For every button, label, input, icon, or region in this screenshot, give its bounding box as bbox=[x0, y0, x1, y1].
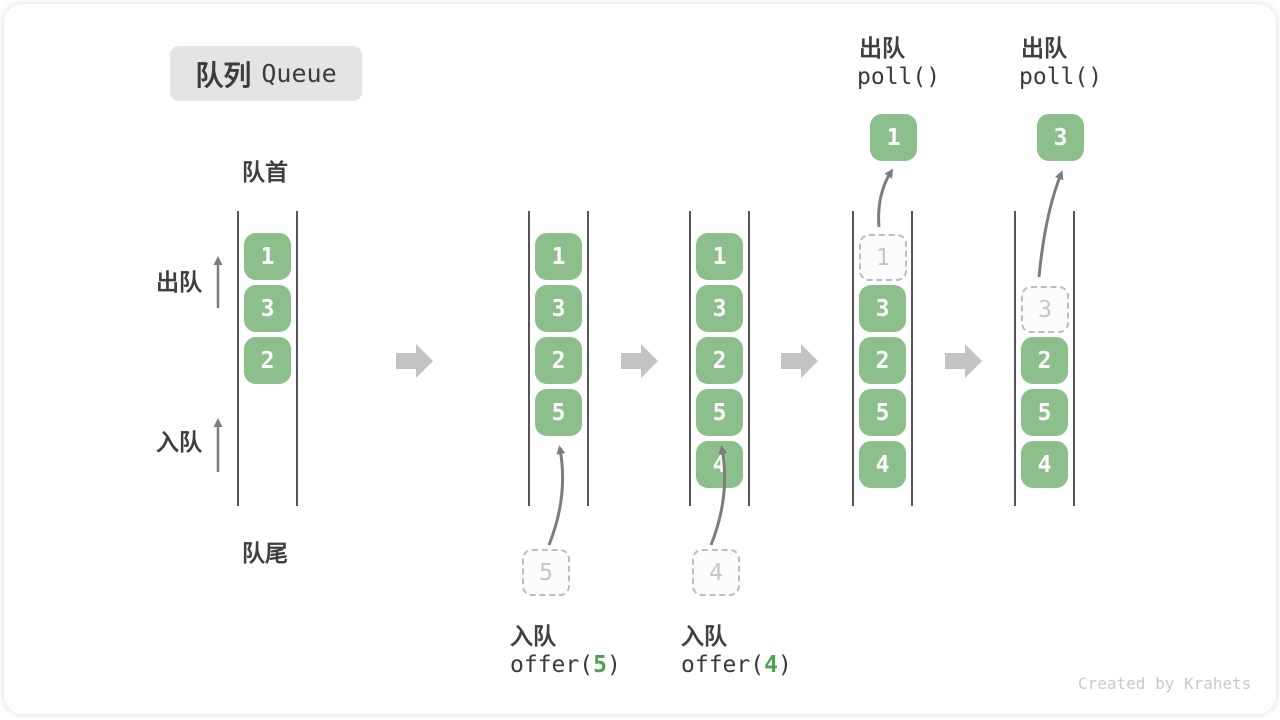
enqueue4-close: ) bbox=[777, 652, 792, 678]
title-zh: 队列 bbox=[195, 59, 252, 91]
q5-cell: 4 bbox=[1021, 441, 1068, 488]
q4-cell: 3 bbox=[859, 285, 906, 332]
poll3-code: poll() bbox=[1019, 64, 1103, 90]
enqueue5-label: 入队 bbox=[510, 623, 556, 649]
enqueue5-arg: 5 bbox=[593, 652, 607, 678]
enqueue4-arg: 4 bbox=[764, 652, 778, 678]
diagram-card bbox=[4, 4, 1276, 714]
side-enqueue-label: 入队 bbox=[156, 429, 202, 455]
q4-cell: 4 bbox=[859, 441, 906, 488]
q4-cell: 2 bbox=[859, 337, 906, 384]
q2-cell: 3 bbox=[535, 285, 582, 332]
title-badge: 队列 Queue bbox=[170, 46, 362, 101]
q5-cell: 5 bbox=[1021, 389, 1068, 436]
queue-channel-2 bbox=[528, 211, 589, 506]
queue-channel-5 bbox=[1014, 211, 1075, 506]
watermark: Created by Krahets bbox=[1078, 674, 1252, 693]
rear-label: 队尾 bbox=[242, 540, 288, 566]
poll1-code: poll() bbox=[857, 64, 941, 90]
enqueue5-code: offer(5) bbox=[510, 652, 621, 678]
title-en: Queue bbox=[261, 59, 337, 88]
q4-removed-cell: 1 bbox=[859, 234, 907, 281]
enqueue5-fn: offer( bbox=[510, 652, 594, 678]
q2-cell: 5 bbox=[535, 389, 582, 436]
q5-popped-cell: 3 bbox=[1037, 114, 1084, 161]
side-dequeue-label: 出队 bbox=[156, 269, 202, 295]
q2-incoming-cell: 5 bbox=[522, 549, 570, 596]
q5-removed-cell: 3 bbox=[1021, 286, 1069, 333]
enqueue4-code: offer(4) bbox=[681, 652, 792, 678]
queue-channel-3 bbox=[689, 211, 750, 506]
q1-cell: 1 bbox=[244, 233, 291, 280]
q3-cell: 4 bbox=[696, 441, 743, 488]
q5-cell: 2 bbox=[1021, 337, 1068, 384]
q4-cell: 5 bbox=[859, 389, 906, 436]
q4-popped-cell: 1 bbox=[870, 114, 917, 161]
q3-cell: 2 bbox=[696, 337, 743, 384]
queue-channel-4 bbox=[852, 211, 913, 506]
q3-cell: 3 bbox=[696, 285, 743, 332]
q3-cell: 1 bbox=[696, 233, 743, 280]
q3-incoming-cell: 4 bbox=[692, 549, 740, 596]
poll3-label: 出队 bbox=[1021, 35, 1067, 61]
q1-cell: 3 bbox=[244, 285, 291, 332]
enqueue4-fn: offer( bbox=[681, 652, 765, 678]
poll1-label: 出队 bbox=[859, 35, 905, 61]
q2-cell: 1 bbox=[535, 233, 582, 280]
front-label: 队首 bbox=[242, 159, 288, 185]
q3-cell: 5 bbox=[696, 389, 743, 436]
queue-channel-1 bbox=[237, 211, 298, 506]
q2-cell: 2 bbox=[535, 337, 582, 384]
enqueue5-close: ) bbox=[606, 652, 621, 678]
enqueue4-label: 入队 bbox=[681, 623, 727, 649]
q1-cell: 2 bbox=[244, 337, 291, 384]
